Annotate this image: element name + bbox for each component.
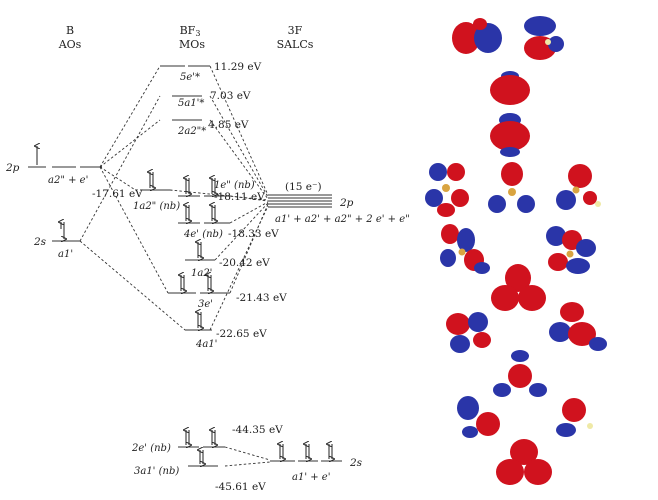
bf3-column-subtitle: MOs bbox=[179, 38, 205, 51]
mo-5a1-star: 5a1'* 7.03 eV bbox=[172, 90, 251, 109]
mo-label: 5a1'* bbox=[178, 98, 204, 109]
mo-1e-double-prime-nb: 1e" (nb) -18.11 eV bbox=[178, 178, 265, 203]
nb-energy: -44.35 eV bbox=[232, 424, 283, 436]
orbital-5e-a bbox=[452, 18, 502, 54]
b-2p-label: 2p bbox=[5, 162, 20, 174]
mo-1a2-nb: 1a2" (nb) -17.61 eV bbox=[92, 172, 180, 212]
mo-label: 1a2' bbox=[191, 268, 212, 279]
mo-label: 1a2" (nb) bbox=[133, 201, 180, 212]
mo-1a2-prime: 1a2' -20.42 eV bbox=[185, 242, 270, 279]
mo-energy: -22.65 eV bbox=[216, 328, 267, 340]
orbital-4a1 bbox=[493, 350, 547, 397]
b-2s-level: 2s a1' bbox=[33, 222, 80, 260]
mo-label: 2a2"* bbox=[177, 126, 206, 137]
orbital-2e-b bbox=[556, 398, 593, 437]
mo-4e-prime-nb: 4e' (nb) -18.33 eV bbox=[178, 205, 279, 240]
correlation-lines bbox=[79, 65, 271, 467]
f-2p-symmetry: a1' + a2' + a2" + 2 e' + e" bbox=[275, 214, 410, 225]
mo-4a1-prime: 4a1' -22.65 eV bbox=[185, 312, 267, 350]
mo-3e-prime: 3e' -21.43 eV bbox=[168, 275, 287, 310]
mo-energy: 11.29 eV bbox=[214, 61, 262, 73]
mo-energy: -17.61 eV bbox=[92, 188, 143, 200]
f-2p-label: 2p bbox=[339, 197, 354, 209]
mo-label: 1e" (nb) bbox=[214, 180, 255, 191]
b-column-subtitle: AOs bbox=[58, 38, 82, 51]
f-column-subtitle: SALCs bbox=[277, 38, 314, 51]
mo-energy: -18.33 eV bbox=[228, 228, 279, 240]
mo-label: 3e' bbox=[198, 299, 213, 310]
f-2s-symmetry: a1' + e' bbox=[292, 472, 330, 483]
f-2p-salc-levels: (15 e⁻) 2p a1' + a2' + a2" + 2 e' + e" bbox=[268, 181, 410, 225]
orbital-5a1 bbox=[490, 71, 530, 105]
orbital-3e-b bbox=[549, 302, 607, 351]
mo-2a2-star: 2a2"* 4.85 eV bbox=[172, 119, 249, 137]
mo-energy: -18.11 eV bbox=[214, 191, 265, 203]
mo-label: 5e'* bbox=[180, 72, 200, 83]
nb-label: 3a1' (nb) bbox=[134, 466, 179, 477]
orbital-4e-a bbox=[440, 224, 490, 274]
orbital-2e-a bbox=[457, 396, 500, 438]
orbital-3e-a bbox=[446, 312, 491, 353]
b-2s-label: 2s bbox=[33, 236, 47, 248]
f-electron-count: (15 e⁻) bbox=[285, 181, 322, 193]
orbital-1a2-nb bbox=[425, 163, 469, 217]
b-column-title: B bbox=[66, 24, 74, 37]
nb-energy: -45.61 eV bbox=[215, 481, 266, 493]
mo-energy: 7.03 eV bbox=[210, 90, 251, 102]
mo-energy: 4.85 eV bbox=[208, 119, 249, 131]
nb-2e-prime: 2e' (nb) -44.35 eV bbox=[131, 424, 283, 454]
f-2s-salc-levels: 2s a1' + e' bbox=[270, 444, 363, 483]
mo-label: 4e' (nb) bbox=[183, 229, 223, 240]
orbital-2a2 bbox=[490, 113, 530, 157]
bf3-column-title: BF3 bbox=[180, 24, 201, 38]
b-2s-symmetry: a1' bbox=[58, 249, 73, 260]
b-2p-symmetry: a2" + e' bbox=[48, 175, 88, 186]
mo-label: 4a1' bbox=[195, 339, 217, 350]
orbital-renderings bbox=[425, 16, 607, 485]
orbital-5e-b bbox=[524, 16, 564, 60]
mo-5e-star: 5e'* 11.29 eV bbox=[160, 61, 262, 83]
orbital-4e-b bbox=[546, 226, 596, 274]
orbital-3a1-nb bbox=[496, 439, 552, 485]
mo-energy: -20.42 eV bbox=[219, 257, 270, 269]
orbital-1e-b bbox=[556, 164, 601, 210]
b-2p-level: 2p a2" + e' bbox=[5, 146, 102, 186]
orbital-1e-a bbox=[488, 162, 535, 213]
f-2s-label: 2s bbox=[349, 457, 363, 469]
orbital-1a2-prime bbox=[491, 264, 546, 311]
nb-3a1-prime: 3a1' (nb) -45.61 eV bbox=[134, 450, 266, 493]
mo-energy: -21.43 eV bbox=[236, 292, 287, 304]
nb-label: 2e' (nb) bbox=[131, 443, 171, 454]
f-column-title: 3F bbox=[288, 24, 303, 37]
